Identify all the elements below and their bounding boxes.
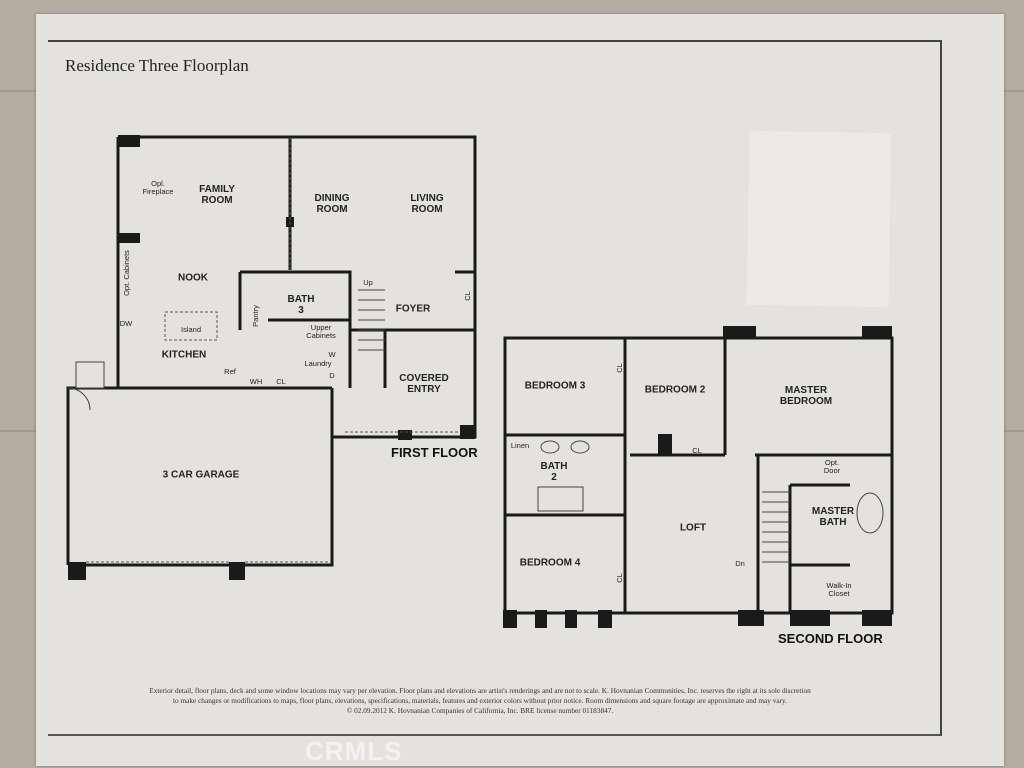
room-bedroom-4: BEDROOM 4	[519, 557, 581, 569]
first-floor-columns	[68, 135, 475, 580]
room-foyer: FOYER	[395, 303, 431, 315]
label-dn: Dn	[735, 559, 745, 568]
room-living-room: LIVING ROOM	[410, 193, 444, 215]
second-floor-walls	[503, 336, 894, 615]
label-island: Island	[180, 325, 202, 334]
room-bedroom-2: BEDROOM 2	[644, 384, 706, 396]
label-cl-foyer: CL	[463, 291, 472, 301]
room-kitchen: KITCHEN	[161, 349, 207, 361]
room-garage: 3 CAR GARAGE	[162, 469, 240, 481]
first-floor-walls	[66, 135, 477, 567]
room-dining-room: DINING ROOM	[314, 193, 350, 215]
second-floor-heading: SECOND FLOOR	[778, 631, 883, 646]
disclaimer-line-1: Exterior detail, floor plans, deck and s…	[149, 686, 811, 695]
watermark: CRMLS	[305, 736, 403, 766]
label-cl-bedroom3: CL	[615, 363, 624, 373]
second-floor-columns	[503, 326, 892, 628]
room-master-bedroom: MASTER BEDROOM	[779, 385, 833, 407]
label-pantry: Pantry	[251, 305, 260, 327]
label-walk-in-closet: Walk-In Closet	[826, 581, 852, 598]
label-opt-door: Opt. Door	[823, 458, 841, 475]
first-floor-dashed	[86, 137, 460, 563]
room-master-bath: MASTER BATH	[811, 506, 855, 528]
room-bath-3: BATH 3	[287, 294, 315, 316]
room-covered-entry: COVERED ENTRY	[399, 373, 449, 395]
room-nook: NOOK	[178, 272, 208, 284]
label-fireplace: Opl. Fireplace	[142, 179, 174, 196]
label-up: Up	[363, 278, 373, 287]
disclaimer-line-2: to make changes or modifications to maps…	[172, 696, 788, 705]
label-cabinets: Opt. Cabinets	[122, 250, 131, 296]
page-title: Residence Three Floorplan	[65, 56, 249, 75]
label-washer: W	[328, 350, 336, 359]
room-bath-2: BATH 2	[540, 461, 568, 483]
label-cl-bedroom4: CL	[615, 573, 624, 583]
room-loft: LOFT	[679, 522, 707, 534]
label-linen: Linen	[510, 441, 530, 450]
copyright-line: © 02.09.2012 K. Hovnanian Companies of C…	[346, 706, 614, 715]
label-dw: DW	[119, 319, 133, 328]
label-upper-cabinets: Upper Cabinets	[306, 323, 336, 340]
stairs-second	[537, 440, 884, 563]
first-floor-heading: FIRST FLOOR	[391, 445, 478, 460]
label-dryer: D	[329, 371, 335, 380]
label-cl: CL	[276, 377, 286, 386]
label-wh: WH	[249, 377, 263, 386]
disclaimer: Exterior detail, floor plans, deck and s…	[80, 686, 880, 716]
stairs-first	[67, 289, 385, 411]
room-bedroom-3: BEDROOM 3	[524, 380, 586, 392]
label-laundry: Laundry	[304, 359, 332, 368]
room-family-room: FAMILY ROOM	[199, 184, 235, 206]
label-ref: Ref	[224, 367, 236, 376]
label-cl-bedroom2: CL	[692, 446, 702, 455]
sheet-border	[48, 40, 942, 736]
